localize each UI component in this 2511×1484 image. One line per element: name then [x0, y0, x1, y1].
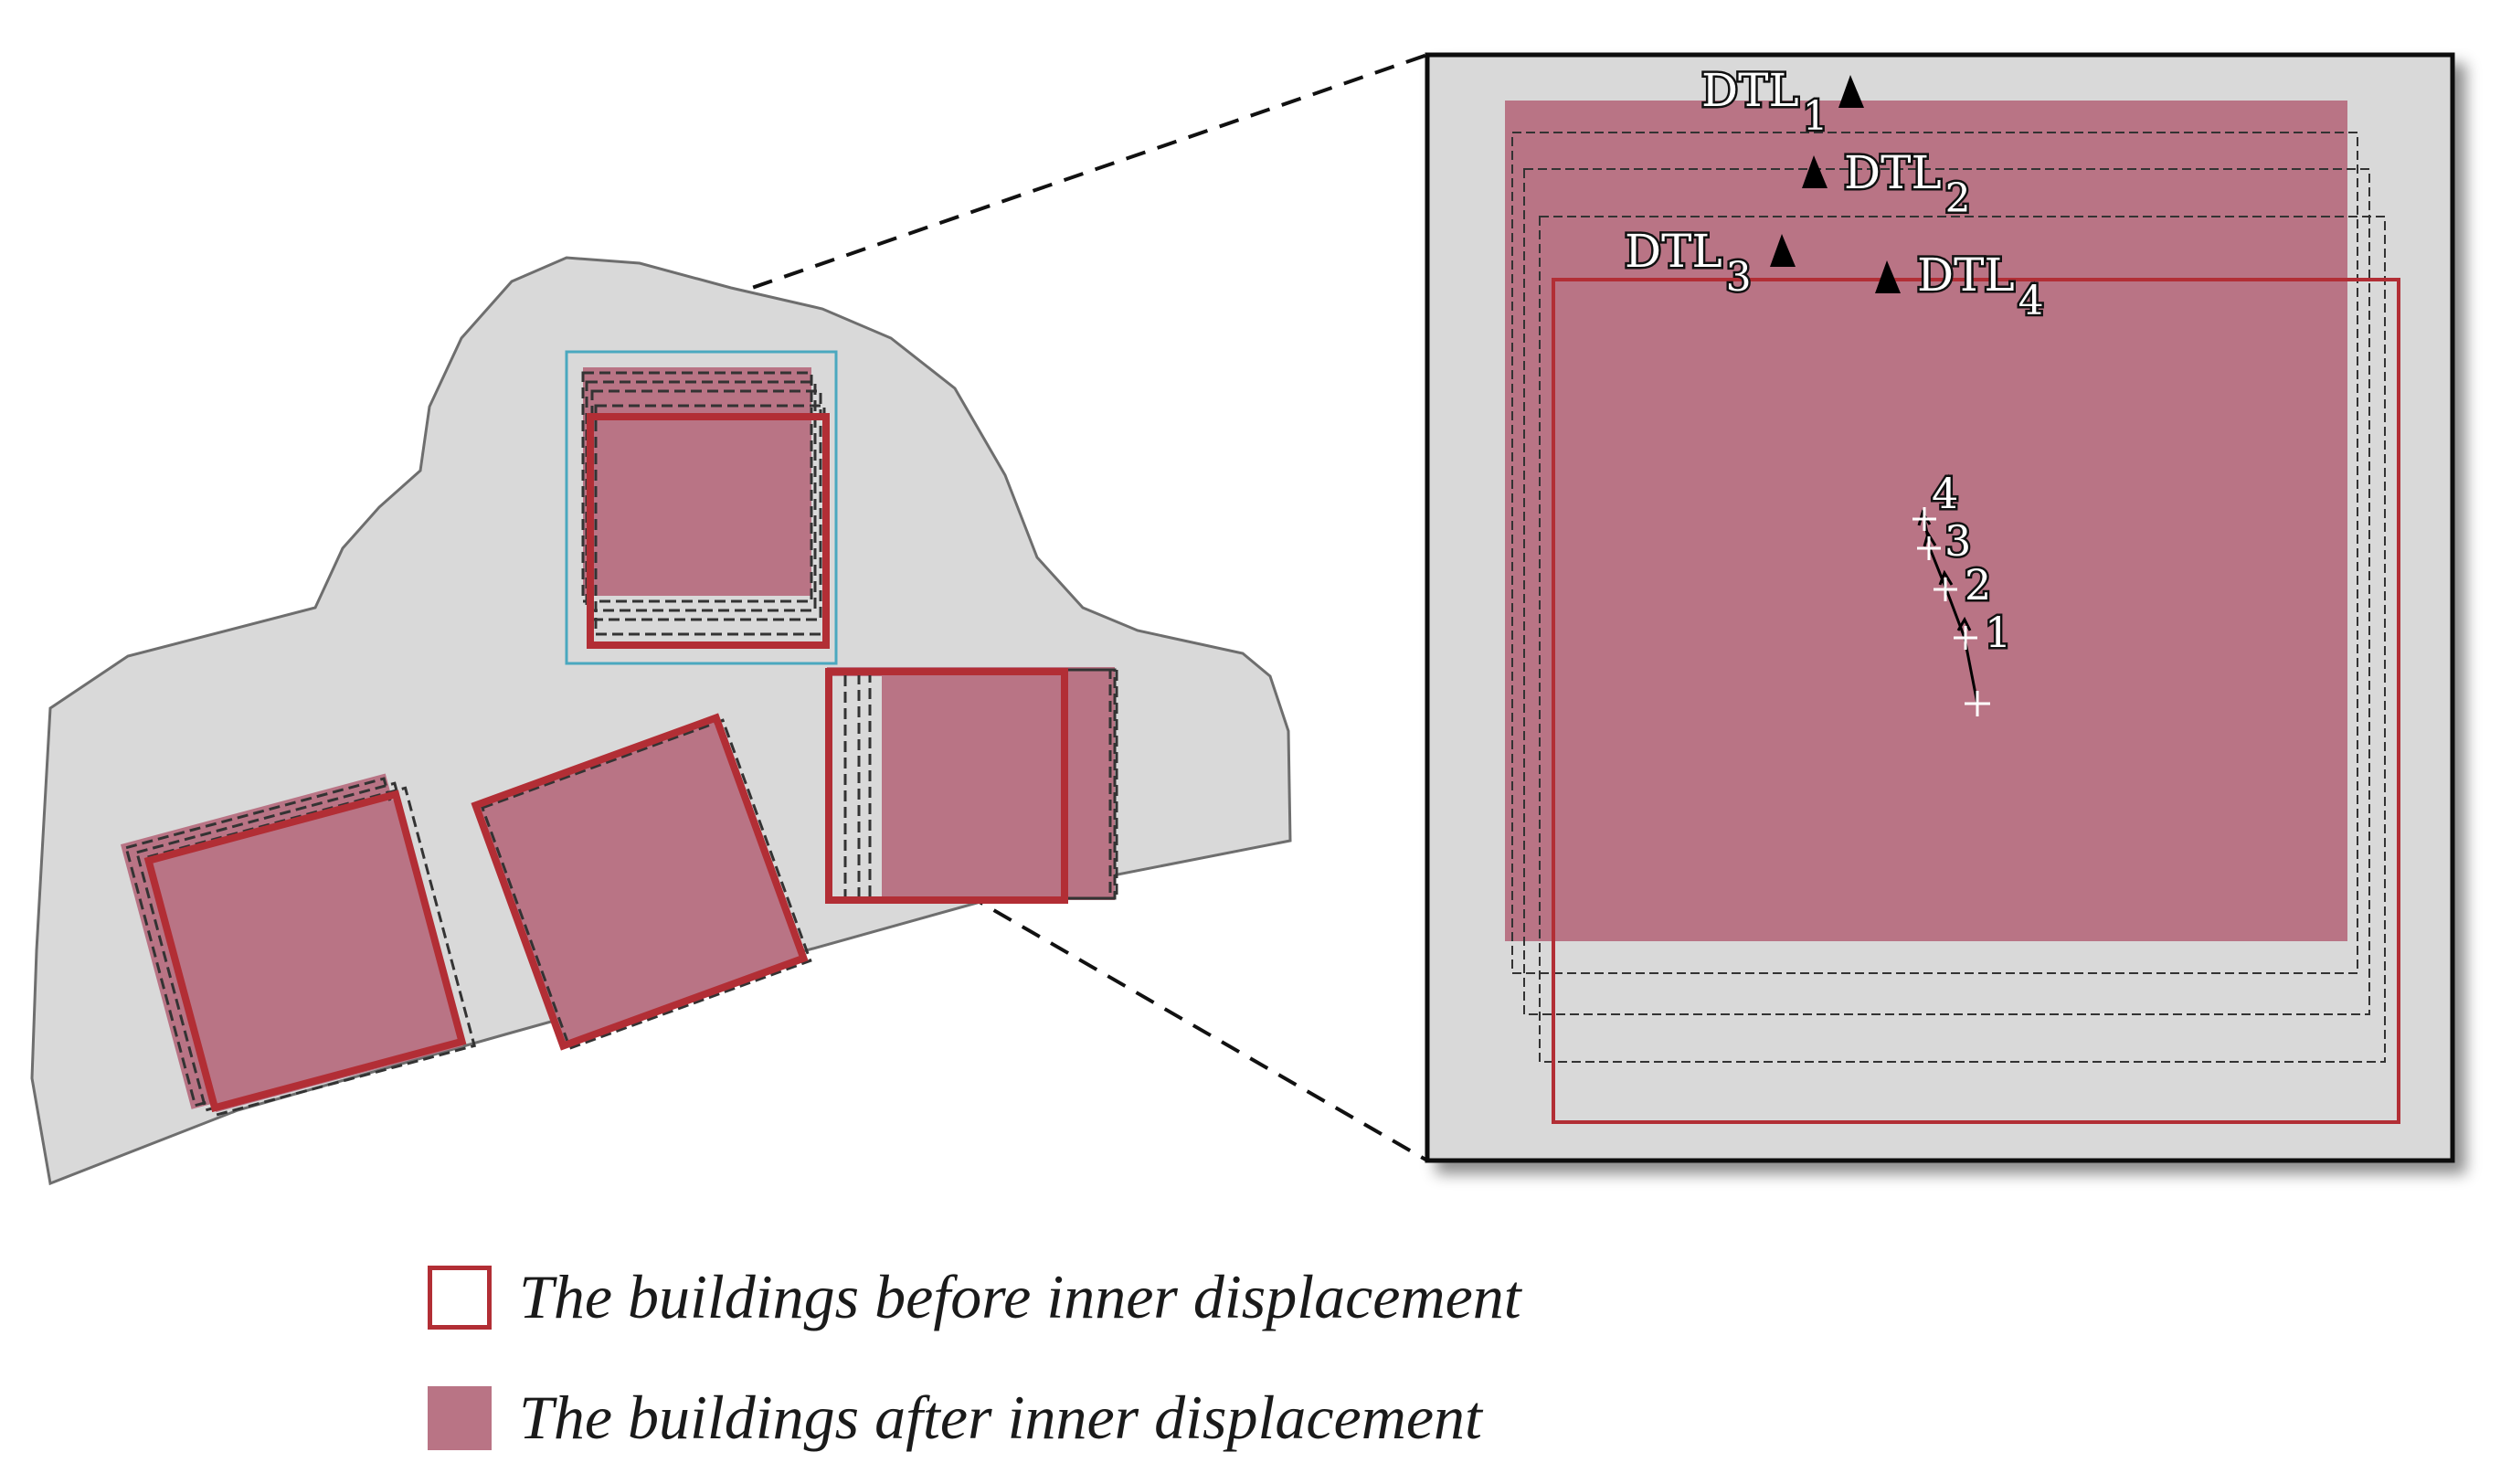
white-plus-marker	[1965, 691, 1990, 716]
building-intermediate	[581, 371, 813, 603]
step-label: 3	[1944, 516, 1971, 566]
building-after	[583, 367, 811, 596]
dtl-label: DTL2	[1844, 146, 1971, 222]
black-triangle-marker	[1802, 155, 1828, 188]
black-triangle-marker	[1770, 234, 1796, 267]
building-group-lower-left	[120, 773, 477, 1117]
step-label: 1	[1985, 608, 2011, 657]
step-label: 2	[1965, 560, 1991, 610]
inset-building-before	[1552, 278, 2400, 1124]
building-after	[149, 799, 463, 1113]
black-triangle-marker	[1875, 260, 1901, 293]
dtl-label: DTL4	[1917, 249, 2044, 324]
white-plus-marker	[1917, 536, 1941, 560]
white-plus-marker	[1954, 626, 1977, 650]
building-group-right	[825, 667, 1118, 904]
building-intermediate	[480, 718, 812, 1051]
legend-swatch-filled	[428, 1385, 492, 1450]
selection-box	[565, 350, 838, 665]
dtl-label: DTL3	[1625, 225, 1752, 301]
inset-building-intermediate	[1539, 216, 2386, 1063]
building-before	[471, 713, 809, 1051]
legend-label-after: The buildings after inner displacement	[519, 1383, 1482, 1452]
dtl-label: DTL1	[1701, 64, 1828, 140]
building-intermediate	[594, 404, 826, 636]
legend-item-after: The buildings after inner displacement	[428, 1382, 1482, 1454]
building-after	[475, 717, 804, 1046]
white-plus-marker	[1934, 578, 1957, 601]
black-triangle-marker	[1838, 75, 1864, 108]
inset-panel: DTL1 DTL2 DTL3 DTL4	[1425, 52, 2455, 1163]
building-after	[882, 667, 1115, 900]
step-label: 4	[1932, 469, 1958, 518]
inset-building-intermediate	[1523, 168, 2370, 1015]
building-before	[143, 790, 467, 1113]
building-group-middle	[471, 713, 812, 1051]
building-before	[825, 668, 1068, 904]
white-plus-marker	[1912, 507, 1936, 531]
zoom-connector-top	[566, 53, 1428, 354]
arrow-heads	[1917, 509, 1972, 631]
legend-label-before: The buildings before inner displacement	[519, 1262, 1521, 1331]
legend-item-before: The buildings before inner displacement	[428, 1261, 1521, 1333]
legend-swatch-outline	[428, 1265, 492, 1330]
inset-building-intermediate	[1511, 132, 2358, 974]
building-group-top	[581, 367, 830, 649]
building-before	[587, 413, 830, 649]
